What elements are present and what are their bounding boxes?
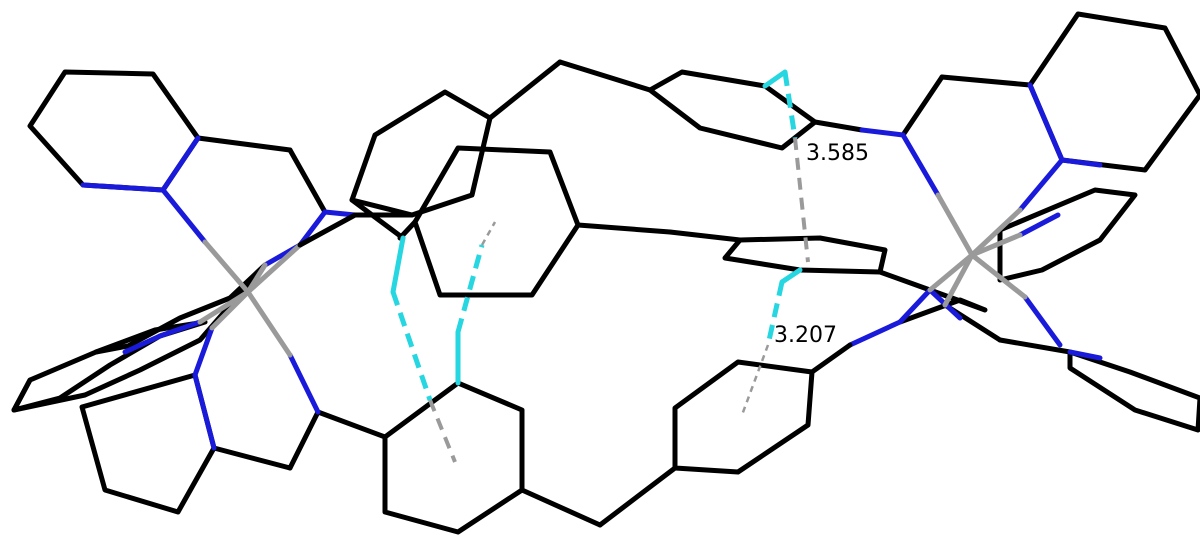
distance-label-upper: 3.585 bbox=[806, 141, 869, 166]
upper-right-aryl bbox=[647, 69, 865, 243]
left-complex bbox=[11, 69, 388, 515]
lower-linker bbox=[382, 342, 853, 535]
right-complex bbox=[722, 11, 1200, 433]
upper-linker bbox=[297, 59, 673, 298]
distance-label-lower: 3.207 bbox=[774, 323, 837, 348]
ch-pi-contacts bbox=[390, 69, 810, 463]
